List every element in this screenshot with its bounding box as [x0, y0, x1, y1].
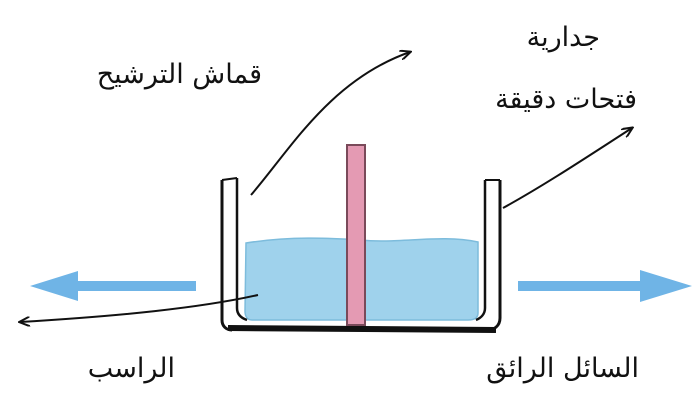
right-flow-arrow [518, 270, 692, 302]
label-fine-holes: فتحات دقيقة [495, 84, 637, 115]
label-sediment: الراسب [87, 353, 175, 384]
label-filter-cloth: قماش الترشيح [96, 59, 262, 90]
pointer-sediment [20, 294, 259, 322]
left-wall-inner [235, 178, 248, 322]
stirring-rod [346, 144, 366, 326]
label-wall: جدارية [526, 22, 600, 53]
pointer-filter-cloth [250, 52, 410, 196]
left-flow-arrow [30, 271, 196, 301]
right-wall-inner [475, 180, 487, 322]
pointer-fine-holes [502, 128, 632, 209]
label-clear-liquid: السائل الرائق [486, 353, 639, 384]
vessel-bottom [227, 325, 497, 333]
left-wall [220, 180, 233, 332]
left-wall-top [221, 177, 238, 181]
right-wall [485, 180, 502, 333]
